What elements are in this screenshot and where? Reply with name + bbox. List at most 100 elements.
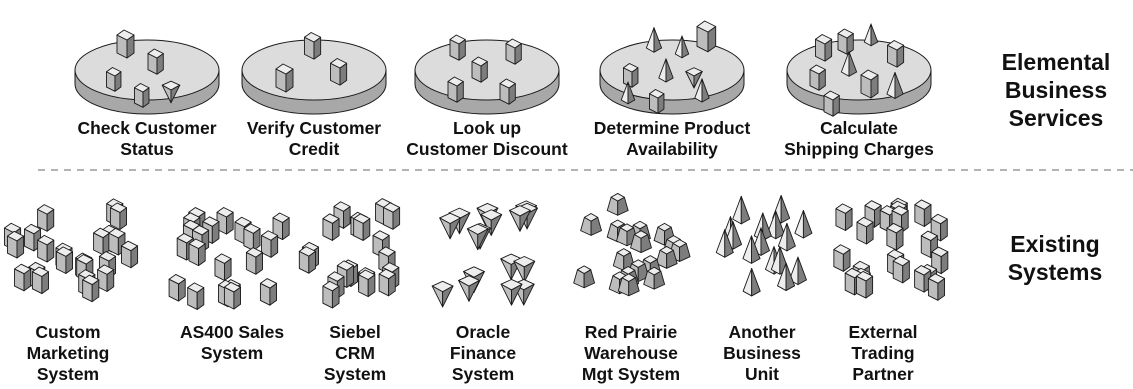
block-shape [14, 263, 32, 292]
service-label-look-up-customer-discount: Look up Customer Discount [406, 118, 568, 159]
block-shape [187, 282, 205, 310]
pyramid-shape [777, 222, 796, 252]
service-label-verify-customer-credit: Verify Customer Credit [246, 118, 382, 159]
system-clusters [4, 192, 949, 310]
block-shape [245, 247, 263, 275]
block-shape [322, 213, 340, 241]
frustum-shape [616, 223, 638, 247]
block-shape [505, 38, 522, 65]
block-shape [147, 48, 164, 75]
block-shape [833, 244, 851, 272]
block-shape [134, 83, 150, 108]
system-cluster [298, 198, 401, 309]
block-shape [322, 280, 340, 309]
block-shape [353, 213, 371, 241]
pyramid-shape [777, 262, 796, 291]
service-label-check-customer-status: Check Customer Status [77, 118, 217, 159]
inverted-pyramid-shape [458, 275, 480, 302]
block-shape [499, 78, 516, 105]
pyramid-shape [645, 27, 663, 53]
block-shape [696, 20, 717, 53]
block-shape [109, 202, 128, 230]
block-shape [7, 230, 25, 259]
block-shape [649, 89, 665, 114]
system-label-as400-sales-system: AS400 Sales System [179, 322, 285, 363]
block-shape [471, 56, 488, 83]
frustum-shape [653, 222, 676, 246]
pyramid-shape [694, 78, 710, 103]
inverted-pyramid-shape [500, 253, 523, 281]
block-shape [449, 34, 466, 61]
block-shape [886, 222, 904, 251]
block-shape [37, 234, 55, 263]
system-label-oracle-finance-system: Oracle Finance System [449, 322, 517, 384]
block-shape [106, 67, 122, 92]
block-shape [378, 268, 396, 297]
block-shape [914, 199, 932, 227]
service-platform [414, 34, 560, 115]
block-shape [97, 264, 115, 292]
block-shape [823, 90, 840, 117]
pyramid-shape [863, 23, 879, 47]
block-shape [835, 203, 853, 231]
block-shape [837, 28, 854, 55]
service-platforms [74, 20, 932, 117]
pyramid-shape [742, 235, 761, 264]
block-shape [120, 240, 139, 269]
pyramid-shape [732, 195, 751, 225]
block-shape [809, 64, 826, 91]
block-shape [93, 227, 111, 256]
pyramid-shape [715, 229, 734, 258]
service-platform [74, 29, 220, 115]
pyramid-shape [840, 51, 858, 77]
frustum-shape [655, 245, 678, 269]
system-cluster [573, 192, 691, 297]
inverted-pyramid-shape [685, 67, 703, 89]
service-platform [599, 20, 745, 115]
block-shape [216, 207, 234, 235]
block-shape [298, 246, 316, 274]
block-shape [55, 246, 74, 274]
block-shape [330, 58, 348, 86]
block-shape [275, 63, 294, 93]
block-shape [82, 274, 100, 303]
inverted-pyramid-shape [500, 279, 523, 306]
block-shape [116, 29, 135, 59]
system-label-custom-marketing-system: Custom Marketing System [26, 322, 110, 384]
inverted-pyramid-shape [466, 223, 489, 251]
block-shape [168, 274, 186, 302]
system-cluster [4, 198, 139, 303]
block-shape [887, 40, 905, 68]
block-shape [37, 204, 55, 232]
block-shape [927, 273, 946, 301]
block-shape [31, 266, 49, 295]
frustum-shape [606, 192, 629, 216]
inverted-pyramid-shape [439, 212, 461, 240]
block-shape [23, 223, 42, 252]
block-shape [447, 76, 464, 103]
inverted-pyramid-shape [480, 209, 503, 236]
pyramid-shape [674, 35, 690, 59]
block-shape [815, 34, 833, 62]
block-shape [304, 32, 322, 60]
service-platform [786, 23, 932, 117]
block-shape [931, 246, 949, 275]
frustum-shape [643, 266, 666, 290]
block-shape [259, 278, 278, 306]
block-shape [261, 230, 279, 258]
block-shape [188, 238, 206, 267]
inverted-pyramid-shape [513, 256, 536, 283]
block-shape [214, 253, 232, 281]
system-cluster [833, 197, 949, 301]
pyramid-shape [886, 71, 904, 99]
frustum-shape [580, 213, 602, 236]
system-cluster [168, 207, 290, 310]
inverted-pyramid-shape [509, 205, 531, 232]
pyramid-shape [794, 209, 813, 239]
frustum-shape [573, 265, 596, 289]
service-label-calculate-shipping-charges: Calculate Shipping Charges [784, 118, 934, 159]
inverted-pyramid-shape [161, 80, 181, 104]
block-shape [860, 69, 879, 99]
system-label-red-prairie-warehouse-mgt-system: Red Prairie Warehouse Mgt System [581, 322, 681, 384]
